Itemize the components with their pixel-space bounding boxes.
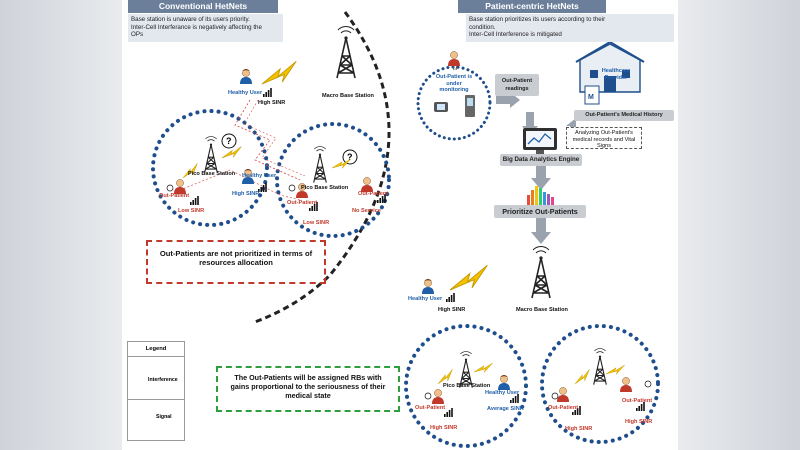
right-margin <box>678 0 800 450</box>
label-history: Out-Patient's Medical History <box>574 110 674 121</box>
legend-interference: Interference <box>148 377 178 383</box>
label-monitoring: Out-Patient is under monitoring <box>435 74 473 93</box>
label-healthy-user-cell1: Healthy User <box>242 173 277 179</box>
svg-text:?: ? <box>347 152 353 162</box>
label-pico-bs-2: Pico Base Station <box>301 185 349 191</box>
right-callout: The Out-Patients will be assigned RBs wi… <box>216 366 400 412</box>
label-out-patient-cell2a: Out-Patient <box>287 200 318 206</box>
label-high-sinr-cell1: High SINR <box>232 191 260 197</box>
label-pico-bs-1: Pico Base Station <box>188 171 236 177</box>
label-right-healthy-user: Healthy User <box>485 390 520 396</box>
right-header: Patient-centric HetNets <box>458 0 606 13</box>
label-average-sinr: Average SINR <box>487 406 524 412</box>
legend-title: Legend <box>128 342 184 357</box>
right-desc-line1: Base station prioritizes its users accor… <box>469 16 606 23</box>
legend-signal: Signal <box>156 414 172 420</box>
label-right-high-sinr-cell2b: High SINR <box>625 419 653 425</box>
label-right-out-patient-cell2b: Out-Patient <box>622 398 653 404</box>
label-left-macro-bs: Macro Base Station <box>322 93 374 99</box>
label-right-out-patient-cell1: Out-Patient <box>415 405 446 411</box>
label-no-service: No Service <box>352 208 381 214</box>
label-right-high-sinr-cell2a: High SINR <box>565 426 593 432</box>
left-desc-line3: OPs <box>131 31 144 38</box>
label-low-sinr-cell1: Low SINR <box>178 208 205 214</box>
label-provider: Healthcare Provider <box>601 68 631 81</box>
right-description: Base station prioritizes its users accor… <box>466 14 674 42</box>
label-right-high-sinr-cell1: High SINR <box>430 425 458 431</box>
left-desc-line2: Inter-Cell Interferance is negatively af… <box>131 23 262 31</box>
left-callout: Out-Patients are not prioritized in term… <box>146 240 326 284</box>
left-description: Base station is unaware of its users pri… <box>128 14 283 42</box>
label-right-pico-bs: Pico Base Station <box>443 383 491 389</box>
label-right-out-patient-cell2a: Out-Patient <box>548 405 579 411</box>
label-low-sinr-cell2: Low SINR <box>303 220 330 226</box>
right-desc-line2: condition. <box>469 23 496 31</box>
label-readings: Out-Patient readings <box>495 74 539 96</box>
svg-text:?: ? <box>226 136 232 146</box>
legend-divider <box>128 399 184 400</box>
label-high-sinr-top: High SINR <box>258 100 286 106</box>
label-out-patient-cell2b: Out-Patient <box>358 191 389 197</box>
left-desc-line1: Base station is unaware of its users pri… <box>131 16 250 23</box>
legend: Legend Interference Signal <box>127 341 185 441</box>
left-margin <box>0 0 122 450</box>
label-engine: Big Data Analytics Engine <box>500 154 582 166</box>
label-healthy-user-mid: Healthy User <box>408 296 443 302</box>
svg-text:M: M <box>588 94 594 101</box>
label-prioritize: Prioritize Out-Patients <box>494 205 586 218</box>
label-high-sinr-mid: High SINR <box>438 307 466 313</box>
left-header: Conventional HetNets <box>128 0 278 13</box>
label-analyzing: Analyzing Out-Patient's medical records … <box>566 127 642 149</box>
label-healthy-user-top: Healthy User <box>228 90 263 96</box>
right-desc-line3: Inter-Cell Interference is mitigated <box>469 31 562 38</box>
label-out-patient-cell1: Out-Patient <box>159 193 190 199</box>
label-right-macro-bs: Macro Base Station <box>516 307 568 313</box>
